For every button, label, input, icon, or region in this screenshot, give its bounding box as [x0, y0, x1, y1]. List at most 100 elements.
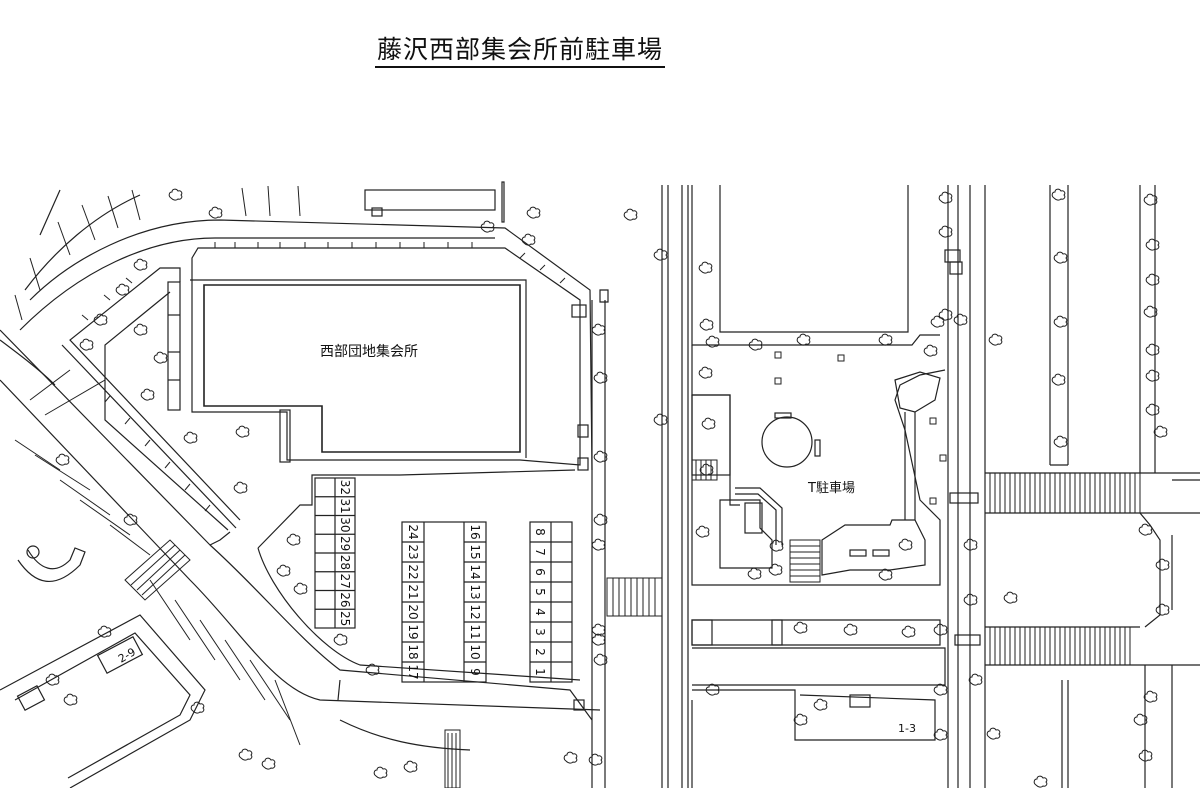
tree-icon	[593, 371, 608, 384]
tree-icon	[768, 563, 783, 576]
tree-icon	[276, 564, 291, 577]
tree-icon	[133, 258, 148, 271]
tree-icon	[698, 366, 713, 379]
tree-icon	[521, 233, 536, 246]
tree-icon	[286, 533, 301, 546]
tree-icon	[938, 191, 953, 204]
tree-icon	[933, 623, 948, 636]
parking-slot-number: 23	[406, 544, 420, 559]
parking-slot-number: 16	[468, 524, 482, 539]
tree-icon	[333, 633, 348, 646]
tree-icon	[699, 463, 714, 476]
tree-icon	[593, 653, 608, 666]
tree-icon	[1143, 305, 1158, 318]
tree-icon	[930, 315, 945, 328]
parking-slot-number: 7	[533, 548, 547, 556]
tree-icon	[793, 621, 808, 634]
tree-icon	[1145, 273, 1160, 286]
parking-slot-number: 14	[468, 564, 482, 579]
tree-icon	[591, 623, 606, 636]
tree-icon	[593, 450, 608, 463]
tree-icon	[698, 261, 713, 274]
tree-icon	[261, 757, 276, 770]
tree-icon	[115, 283, 130, 296]
tree-icon	[1143, 193, 1158, 206]
tree-icon	[1138, 749, 1153, 762]
tree-icon	[953, 313, 968, 326]
tree-icon	[140, 388, 155, 401]
tree-icon	[963, 593, 978, 606]
tree-icon	[1003, 591, 1018, 604]
tree-icon	[747, 567, 762, 580]
parking-slot-number: 20	[406, 604, 420, 619]
parking-slot-number: 11	[468, 624, 482, 639]
tree-icon	[938, 225, 953, 238]
tree-icon	[938, 308, 953, 321]
page-title-text: 藤沢西部集会所前駐車場	[374, 35, 665, 68]
tree-icon	[968, 673, 983, 686]
tree-icon	[526, 206, 541, 219]
parking-slot-number: 15	[468, 544, 482, 559]
tree-icon	[1153, 425, 1168, 438]
tree-icon	[923, 344, 938, 357]
building-outer	[191, 247, 581, 466]
tree-icon	[878, 568, 893, 581]
tree-icon	[1145, 403, 1160, 416]
tree-icon	[1053, 435, 1068, 448]
parking-slot-number: 10	[468, 644, 482, 659]
tree-icon	[653, 248, 668, 261]
tree-icon	[1033, 775, 1048, 788]
tree-icon	[843, 623, 858, 636]
tree-icon	[1053, 315, 1068, 328]
parking-slot-number: 13	[468, 584, 482, 599]
tree-icon	[233, 481, 248, 494]
tree-icon	[748, 338, 763, 351]
parking-slot-number: 26	[338, 592, 352, 607]
tree-icon	[591, 323, 606, 336]
tree-icon	[1145, 369, 1160, 382]
tree-icon	[97, 625, 112, 638]
tree-icon	[133, 323, 148, 336]
tree-icon	[769, 539, 784, 552]
tree-icon	[793, 713, 808, 726]
tree-icon	[813, 698, 828, 711]
block-label-1-3: 1-3	[898, 722, 916, 735]
block-2-9	[0, 614, 206, 788]
parking-slot-number: 17	[406, 664, 420, 679]
tree-icon	[183, 431, 198, 444]
tree-icon	[933, 683, 948, 696]
tree-icon	[238, 748, 253, 761]
tree-icon	[901, 625, 916, 638]
parking-slot-number: 22	[406, 564, 420, 579]
parking-slot-number: 18	[406, 644, 420, 659]
tree-icon	[1155, 603, 1170, 616]
tree-icon	[695, 525, 710, 538]
parking-slot-number: 27	[338, 573, 352, 588]
tree-icon	[898, 538, 913, 551]
parking-slot-number: 24	[406, 524, 420, 539]
tree-icon	[653, 413, 668, 426]
parking-slot-number: 6	[533, 568, 547, 576]
tree-icon	[563, 751, 578, 764]
tree-icon	[878, 333, 893, 346]
parking-slot-number: 30	[338, 517, 352, 532]
tree-icon	[168, 188, 183, 201]
parking-slot-number: 29	[338, 536, 352, 551]
tree-icon	[699, 318, 714, 331]
diagonal-road	[0, 329, 593, 721]
parking-slot-number: 19	[406, 624, 420, 639]
tree-icon	[1143, 690, 1158, 703]
parking-slot-number: 21	[406, 584, 420, 599]
parking-slot-number: 8	[533, 528, 547, 536]
parking-slot-number: 4	[533, 608, 547, 616]
tree-icon	[1053, 251, 1068, 264]
t-parking-area	[691, 369, 946, 586]
tree-icon	[1145, 238, 1160, 251]
tree-icon	[988, 333, 1003, 346]
tree-icon	[705, 683, 720, 696]
parking-slot-number: 32	[338, 480, 352, 495]
top-road-edge	[29, 219, 593, 471]
tree-icon	[963, 538, 978, 551]
parking-slot-number: 25	[338, 611, 352, 626]
tree-icon	[123, 513, 138, 526]
